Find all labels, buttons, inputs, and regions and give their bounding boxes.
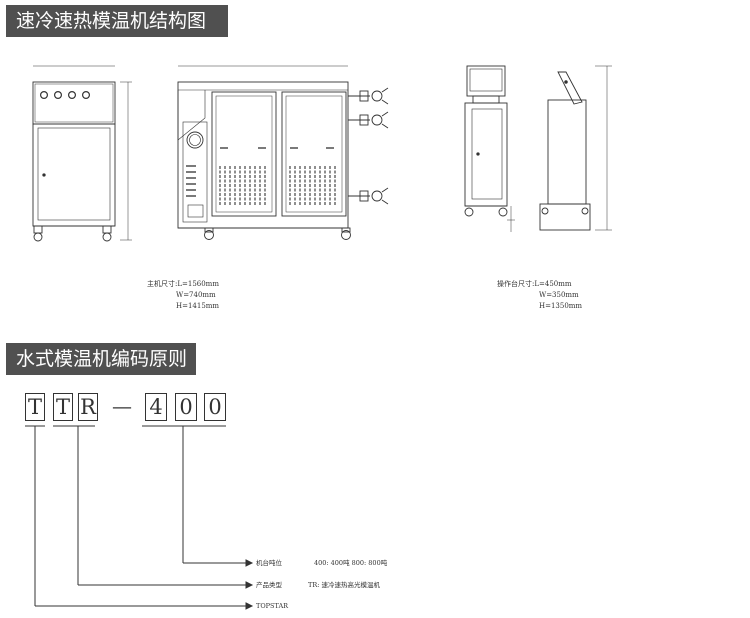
console-front-view — [464, 65, 515, 232]
code-char-4: 4 — [145, 393, 167, 421]
caster-icon — [204, 227, 351, 240]
water-connector-icon — [348, 87, 389, 205]
structure-section-title: 速冷速热模温机结构图 — [6, 5, 228, 37]
code-char-5: 0 — [175, 393, 197, 421]
main-unit-side-view — [32, 65, 132, 242]
legend-field-tonnage: 机台吨位 — [256, 559, 282, 567]
main-unit-front-view — [177, 65, 389, 240]
code-char-2: T — [53, 393, 73, 421]
main-unit-height-label: H=1415mm — [176, 302, 220, 310]
legend-field-product-type: 产品类型 — [256, 581, 282, 589]
legend-meaning-product-type: TR: 速冷速热高光模温机 — [308, 581, 380, 589]
louver-vents-left — [186, 165, 196, 197]
console-height-label: H=1350mm — [539, 302, 583, 310]
code-char-3: R — [78, 393, 98, 421]
gauge-icon — [39, 90, 90, 99]
code-char-6: 0 — [204, 393, 226, 421]
code-char-1: T — [25, 393, 45, 421]
code-separator: — — [112, 394, 132, 418]
main-unit-length-label: 主机尺寸:L=1560mm — [147, 280, 219, 288]
main-unit-width-label: W=740mm — [176, 291, 216, 299]
model-code-connectors — [25, 425, 254, 610]
console-width-label: W=350mm — [539, 291, 579, 299]
console-length-label: 操作台尺寸:L=450mm — [497, 280, 572, 288]
legend-field-brand: TOPSTAR — [256, 602, 289, 610]
caster-icon — [33, 225, 112, 242]
console-side-view — [539, 65, 612, 231]
louver-vents-doors — [219, 166, 336, 206]
coding-section-title: 水式模温机编码原则 — [6, 343, 196, 375]
legend-meaning-tonnage: 400: 400吨 800: 800吨 — [314, 559, 388, 567]
